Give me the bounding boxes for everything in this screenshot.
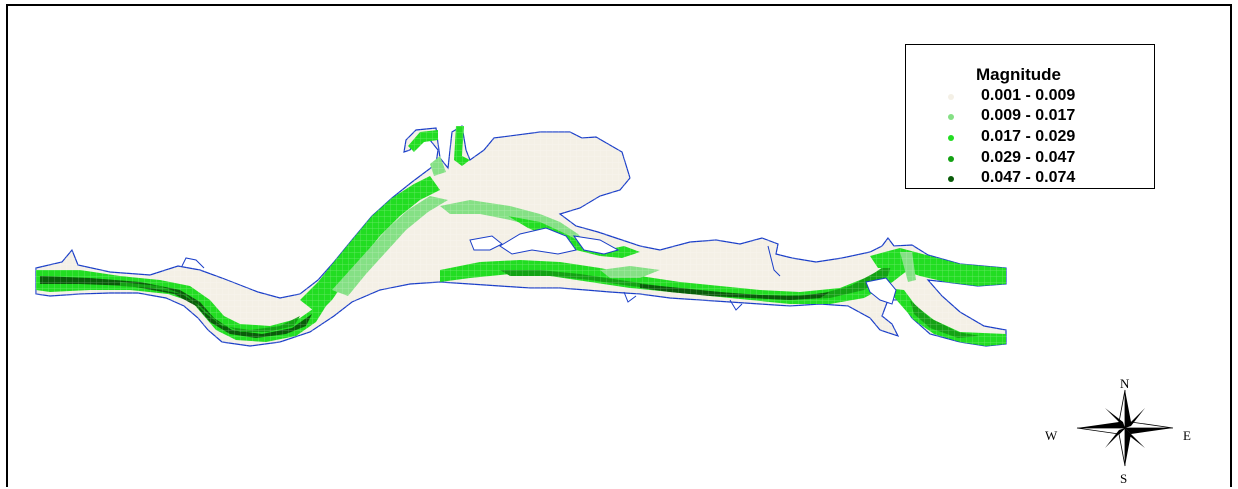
legend-label: 0.009 - 0.017 (981, 107, 1076, 124)
shoreline-details (181, 245, 781, 311)
legend-item: 0.009 - 0.017 (906, 107, 1154, 127)
legend-item: 0.017 - 0.029 (906, 128, 1154, 148)
compass-west-label: W (1045, 428, 1058, 443)
legend-swatch (948, 114, 954, 120)
legend-label: 0.017 - 0.029 (981, 128, 1076, 145)
legend: Magnitude 0.001 - 0.009 0.009 - 0.017 0.… (905, 44, 1155, 189)
legend-item: 0.047 - 0.074 (906, 169, 1154, 189)
legend-title: Magnitude (976, 65, 1061, 84)
islands (469, 227, 897, 305)
legend-swatch (948, 156, 954, 162)
legend-item: 0.029 - 0.047 (906, 149, 1154, 169)
compass-north-label: N (1120, 376, 1130, 391)
legend-swatch (948, 135, 954, 141)
compass-south-label: S (1120, 471, 1128, 486)
legend-label: 0.001 - 0.009 (981, 87, 1076, 104)
compass-rose-icon (1076, 389, 1174, 467)
compass-east-label: E (1183, 428, 1191, 443)
legend-swatch (948, 94, 954, 100)
legend-label: 0.029 - 0.047 (981, 149, 1076, 166)
legend-item: 0.001 - 0.009 (906, 87, 1154, 107)
legend-swatch (948, 176, 954, 182)
legend-label: 0.047 - 0.074 (981, 169, 1076, 186)
